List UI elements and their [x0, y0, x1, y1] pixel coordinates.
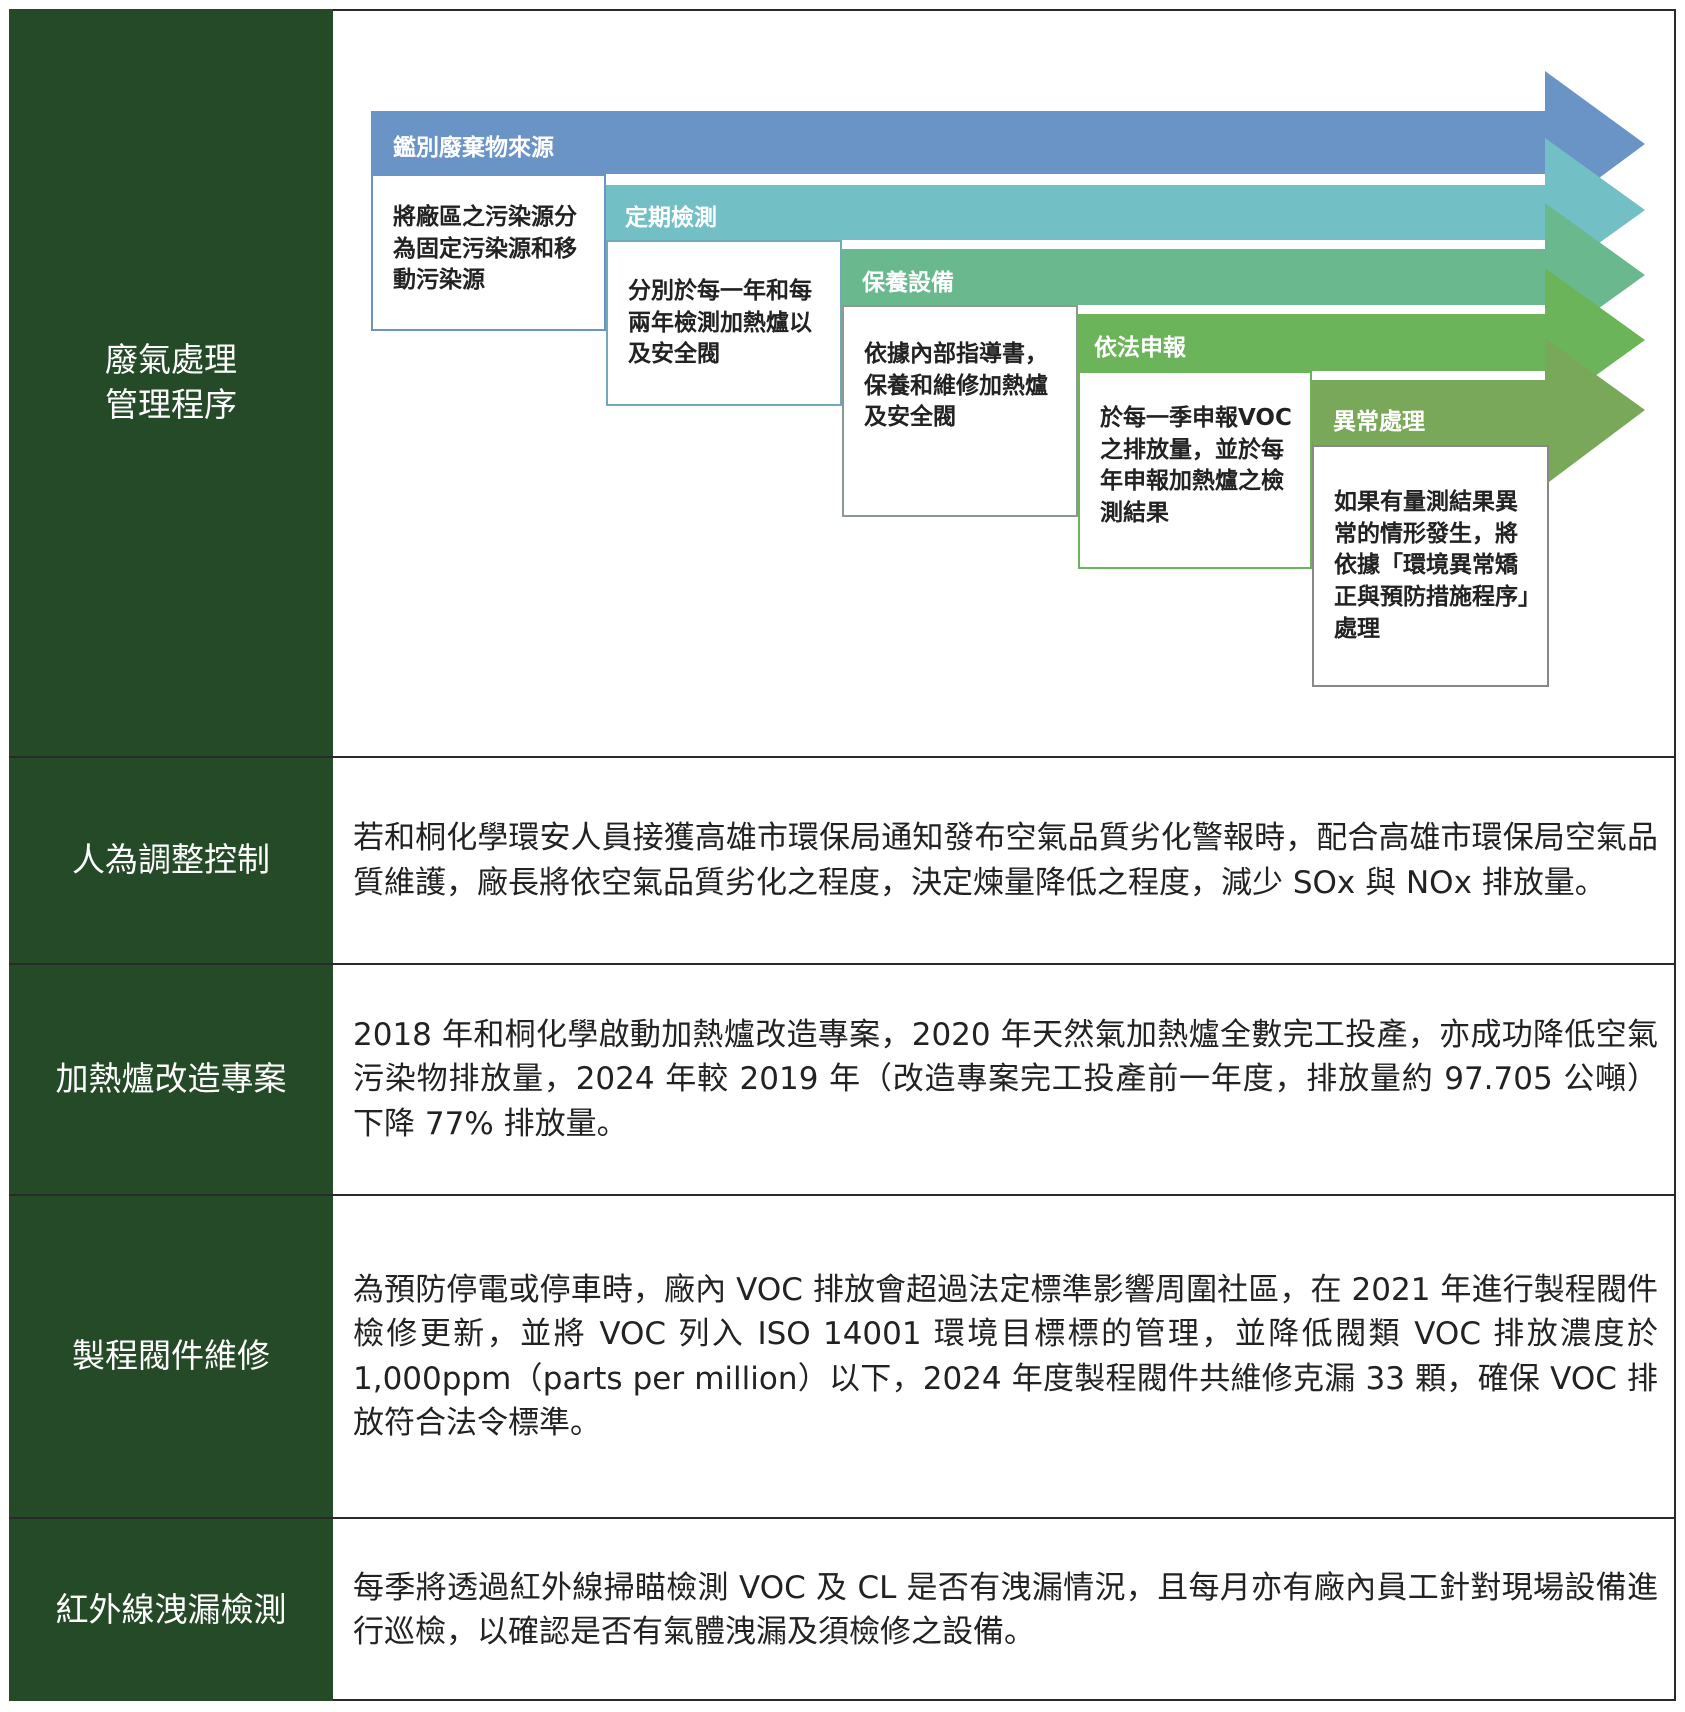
step-description: 依據內部指導書，保養和維修加熱爐及安全閥 [842, 305, 1078, 517]
row-text: 每季將透過紅外線掃瞄檢測 VOC 及 CL 是否有洩漏情況，且每月亦有廠內員工針… [353, 1569, 1658, 1650]
row-text: 為預防停電或停車時，廠內 VOC 排放會超過法定標準影響周圍社區，在 2021 … [353, 1272, 1658, 1441]
row-text: 2018 年和桐化學啟動加熱爐改造專案，2020 年天然氣加熱爐全數完工投產，亦… [353, 1017, 1658, 1142]
table-row: 紅外線洩漏檢測 每季將透過紅外線掃瞄檢測 VOC 及 CL 是否有洩漏情況，且每… [9, 1519, 1676, 1701]
arrow-step-1 [371, 71, 1645, 218]
step-description: 將廠區之污染源分為固定污染源和移動污染源 [371, 174, 606, 331]
table-row: 廢氣處理 管理程序 [9, 9, 1676, 758]
row-label: 製程閥件維修 [9, 1196, 333, 1517]
arrow-step-2 [606, 138, 1645, 282]
step-title: 異常處理 [1333, 409, 1425, 435]
table-row: 人為調整控制 若和桐化學環安人員接獲高雄市環保局通知發布空氣品質劣化警報時，配合… [9, 758, 1676, 965]
row-label: 人為調整控制 [9, 758, 333, 963]
step-title: 保養設備 [862, 270, 954, 296]
table-row: 加熱爐改造專案 2018 年和桐化學啟動加熱爐改造專案，2020 年天然氣加熱爐… [9, 965, 1676, 1196]
row-text: 若和桐化學環安人員接獲高雄市環保局通知發布空氣品質劣化警報時，配合高雄市環保局空… [353, 820, 1658, 901]
step-title: 鑑別廢棄物來源 [393, 135, 554, 161]
step-title: 定期檢測 [625, 205, 717, 231]
arrow-step-5 [1312, 338, 1645, 485]
row-label: 廢氣處理 管理程序 [9, 9, 333, 756]
process-arrows [371, 71, 1645, 485]
step-description: 如果有量測結果異常的情形發生，將依據「環境異常矯正與預防措施程序」處理 [1312, 445, 1549, 687]
arrow-step-3 [842, 203, 1645, 347]
step-title: 依法申報 [1094, 335, 1186, 361]
table-row: 製程閥件維修 為預防停電或停車時，廠內 VOC 排放會超過法定標準影響周圍社區，… [9, 1196, 1676, 1519]
step-description: 於每一季申報VOC之排放量，並於每年申報加熱爐之檢測結果 [1078, 371, 1312, 569]
row-label: 加熱爐改造專案 [9, 965, 333, 1194]
step-description: 分別於每一年和每兩年檢測加熱爐以及安全閥 [606, 240, 842, 406]
row-label: 紅外線洩漏檢測 [9, 1519, 333, 1701]
